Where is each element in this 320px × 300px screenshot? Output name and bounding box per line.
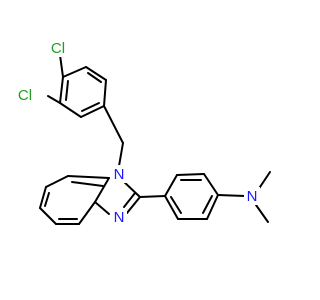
atom-n-amine: N bbox=[244, 187, 260, 205]
svg-text:N: N bbox=[247, 188, 258, 205]
bond bbox=[59, 102, 82, 118]
bond bbox=[94, 177, 110, 203]
svg-text:Cl: Cl bbox=[51, 40, 65, 57]
bond bbox=[39, 186, 47, 209]
bond bbox=[44, 192, 50, 207]
svg-text:Cl: Cl bbox=[18, 87, 32, 104]
bond bbox=[59, 54, 64, 78]
atom-cl-top: Cl bbox=[45, 38, 71, 57]
bond bbox=[203, 173, 219, 196]
bond bbox=[170, 196, 182, 214]
bond bbox=[80, 105, 105, 118]
bond bbox=[103, 105, 124, 144]
bond bbox=[67, 175, 110, 179]
atom-n3: N bbox=[111, 208, 127, 226]
bond bbox=[59, 76, 64, 104]
bond bbox=[206, 194, 219, 220]
bond bbox=[255, 204, 269, 223]
svg-text:N: N bbox=[114, 209, 125, 226]
bond bbox=[65, 80, 69, 101]
bond bbox=[47, 95, 61, 104]
bond bbox=[45, 175, 69, 188]
bond bbox=[164, 174, 178, 197]
bond bbox=[217, 194, 246, 197]
bond bbox=[118, 142, 124, 167]
bond bbox=[85, 66, 107, 81]
bond bbox=[71, 181, 104, 187]
bond bbox=[87, 72, 102, 83]
bond bbox=[202, 195, 213, 214]
bond bbox=[164, 195, 179, 220]
molecule-structure: Cl Cl N N N bbox=[12, 38, 271, 226]
bond bbox=[139, 195, 166, 198]
bond bbox=[39, 207, 57, 225]
bond bbox=[176, 173, 205, 176]
bond bbox=[81, 102, 100, 112]
atom-labels: Cl Cl N N N bbox=[12, 38, 260, 226]
bond bbox=[78, 201, 96, 225]
bond bbox=[123, 192, 136, 208]
bonds bbox=[39, 54, 271, 225]
bond bbox=[62, 66, 87, 78]
bond bbox=[103, 79, 107, 107]
atom-n1: N bbox=[111, 165, 127, 183]
atom-cl-mid: Cl bbox=[12, 85, 38, 104]
bond bbox=[126, 196, 141, 214]
bond bbox=[94, 201, 110, 215]
svg-text:N: N bbox=[114, 166, 125, 183]
